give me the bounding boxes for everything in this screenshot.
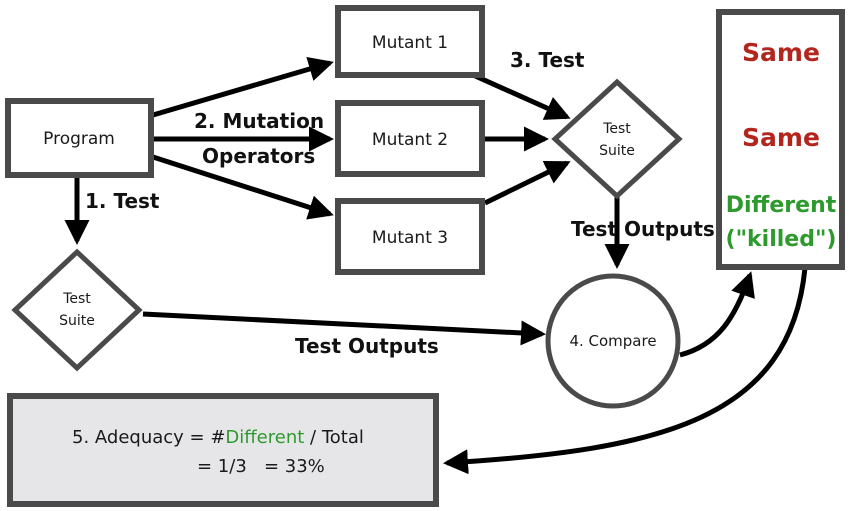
program-label: Program: [43, 129, 115, 149]
mutant2-label: Mutant 2: [372, 130, 448, 150]
result-mutant1: Same: [742, 38, 820, 67]
result-mutant3-line1: Different: [726, 193, 837, 218]
edge-mutant3-to-suite: [483, 160, 571, 206]
mutant1-node: Mutant 1: [335, 5, 485, 78]
adequacy-box: 5. Adequacy = #Different / Total = 1/3 =…: [7, 393, 439, 507]
mutant3-label: Mutant 3: [372, 228, 448, 248]
results-box: Same Same Different ("killed"): [716, 9, 845, 270]
adequacy-formula-line1: 5. Adequacy = #Different / Total: [72, 427, 364, 448]
adequacy-formula-line2: = 1/3 = 33%: [197, 456, 325, 477]
test3-label: 3. Test: [510, 48, 585, 72]
edges: [64, 56, 808, 475]
edge-compare-to-results: [679, 271, 755, 358]
mutation-operators-label-line1: 2. Mutation: [194, 109, 324, 133]
edge-labels: 2. Mutation Operators 1. Test 3. Test Te…: [85, 48, 715, 358]
program-node: Program: [5, 98, 154, 178]
edge-bottom-suite-to-compare: [142, 311, 546, 346]
result-mutant2: Same: [742, 123, 820, 152]
adequacy-suffix: / Total: [304, 427, 364, 448]
mutant2-node: Mutant 2: [335, 100, 485, 177]
test-suite-bottom-node: Test Suite: [11, 248, 143, 372]
mutant1-label: Mutant 1: [372, 33, 448, 53]
adequacy-highlight: Different: [225, 427, 304, 448]
test-outputs-bottom-label: Test Outputs: [295, 334, 439, 358]
compare-node: 4. Compare: [545, 273, 681, 409]
compare-label: 4. Compare: [569, 332, 656, 350]
mutant3-node: Mutant 3: [335, 198, 485, 275]
adequacy-prefix: 5. Adequacy = #: [72, 427, 225, 448]
test-suite-bottom-label-line1: Test: [62, 291, 91, 307]
edge-mutant1-to-suite: [471, 72, 571, 120]
test-suite-bottom-label-line2: Suite: [59, 313, 95, 329]
result-mutant3-line2: ("killed"): [726, 227, 837, 252]
edge-results-to-adequacy: [443, 267, 808, 475]
mutation-operators-label-line2: Operators: [202, 144, 315, 168]
test1-label: 1. Test: [85, 189, 160, 213]
test-suite-top-label-line2: Suite: [599, 143, 635, 159]
edge-program-to-mutant3: [152, 154, 334, 220]
test-suite-top-node: Test Suite: [551, 78, 683, 200]
test-outputs-top-label: Test Outputs: [571, 217, 715, 241]
edge-program-to-mutant1: [152, 56, 334, 118]
test-suite-top-label-line1: Test: [602, 121, 631, 137]
